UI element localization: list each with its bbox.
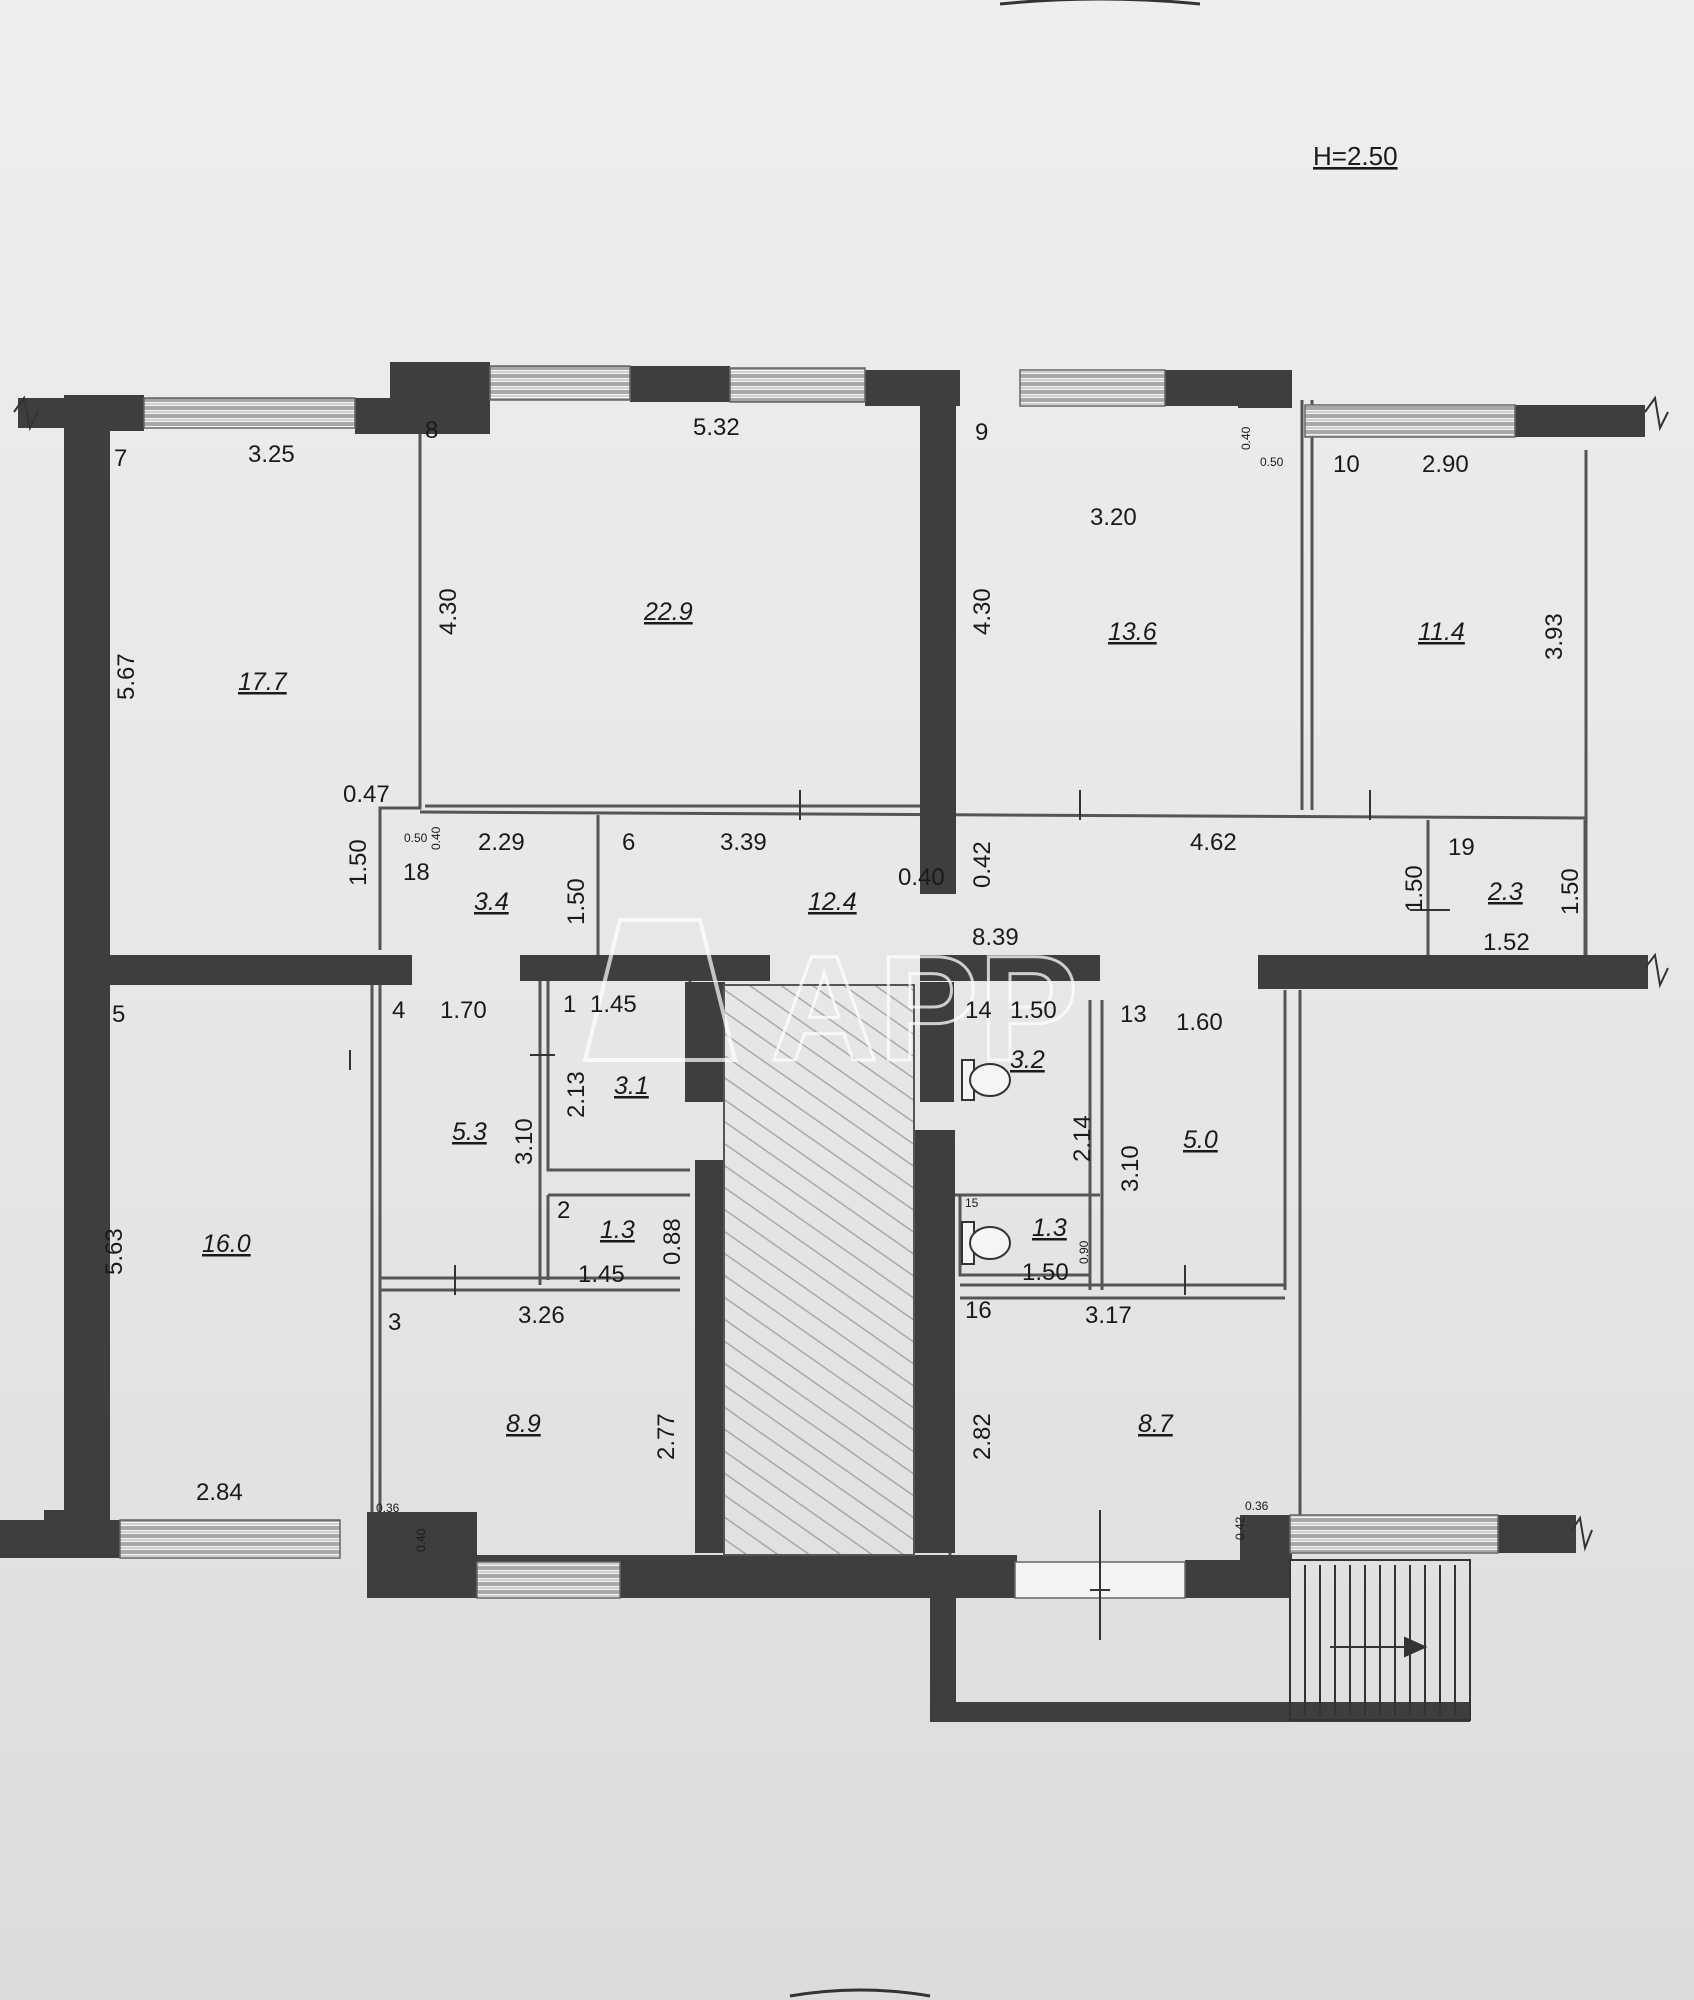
room-18-number: 18 — [403, 859, 430, 886]
dimension-ticks — [349, 790, 1450, 1640]
wall-thickness-label: 0.36 — [1245, 1499, 1269, 1513]
page-edge-mark-bottom — [789, 1988, 931, 1998]
windows — [119, 365, 1516, 1599]
room-16-area: 8.7 — [1138, 1410, 1174, 1438]
dimension-label: 3.93 — [1541, 613, 1568, 660]
room-15-area: 1.3 — [1032, 1214, 1067, 1242]
room-15-number: 15 — [965, 1196, 979, 1210]
room-10-number: 10 — [1333, 451, 1360, 478]
dimension-label: 4.30 — [435, 588, 462, 635]
dimension-label: 2.29 — [478, 829, 525, 856]
room-7-area: 17.7 — [238, 668, 288, 696]
room-16-number: 16 — [965, 1297, 992, 1324]
stairs — [1289, 1559, 1471, 1721]
dimension-label: 2.84 — [196, 1479, 243, 1506]
wall-thickness-label: 0.40 — [1239, 426, 1253, 450]
dimension-label: 0.88 — [659, 1218, 686, 1265]
room-1-area: 3.1 — [614, 1072, 649, 1100]
wall-thickness-label: 0.40 — [429, 826, 443, 850]
room-9-area: 13.6 — [1108, 618, 1157, 646]
dimension-label: 0.42 — [969, 841, 996, 888]
room-4-area: 5.3 — [452, 1118, 487, 1146]
dimension-label: 3.17 — [1085, 1302, 1132, 1329]
page-edge-mark — [999, 0, 1201, 6]
room-6-area: 12.4 — [808, 888, 857, 916]
dimension-label: 3.10 — [1117, 1145, 1144, 1192]
room-4-number: 4 — [392, 997, 405, 1024]
dimension-label: 8.39 — [972, 924, 1019, 951]
dimension-label: 0.47 — [343, 781, 390, 808]
dimension-label: 2.77 — [653, 1413, 680, 1460]
room-18-area: 3.4 — [474, 888, 509, 916]
watermark-logo — [582, 918, 738, 1062]
dimension-label: 5.32 — [693, 414, 740, 441]
dimension-label: 3.26 — [518, 1302, 565, 1329]
room-6-number: 6 — [622, 829, 635, 856]
room-3-area: 8.9 — [506, 1410, 541, 1438]
dimension-label: 5.67 — [113, 653, 140, 700]
watermark: APP — [770, 924, 1078, 1092]
wall-thickness-label: 0.50 — [404, 831, 428, 845]
room-2-number: 2 — [557, 1197, 570, 1224]
dimension-label: 1.50 — [1401, 865, 1428, 912]
wall-thickness-label: 0.50 — [1260, 455, 1284, 469]
wall-break-marks — [13, 395, 1669, 1552]
dimension-label: 1.50 — [1010, 997, 1057, 1024]
dimension-label: 4.30 — [969, 588, 996, 635]
bearing-walls — [0, 362, 1648, 1722]
room-9-number: 9 — [975, 419, 988, 446]
room-8-number: 8 — [425, 417, 438, 444]
room-19-area: 2.3 — [1487, 878, 1523, 906]
dimension-label: 1.45 — [590, 991, 637, 1018]
dimension-label: 0.40 — [898, 864, 945, 891]
dimension-label: 1.70 — [440, 997, 487, 1024]
dimension-label: 2.13 — [563, 1071, 590, 1118]
dimension-label: 3.39 — [720, 829, 767, 856]
room-13-area: 5.0 — [1183, 1126, 1218, 1154]
dimension-label: 1.50 — [563, 878, 590, 925]
room-8-area: 22.9 — [643, 598, 693, 626]
room-3-number: 3 — [388, 1309, 401, 1336]
shaft-hatching — [724, 985, 914, 1555]
room-19-number: 19 — [1448, 834, 1475, 861]
toilet-fixtures — [961, 1059, 1011, 1265]
dimension-label: 1.50 — [345, 839, 372, 886]
room-14-number: 14 — [965, 997, 992, 1024]
dimension-label: 1.60 — [1176, 1009, 1223, 1036]
wall-thickness-label: 0.42 — [1233, 1516, 1247, 1540]
wall-thickness-label: 0.36 — [376, 1501, 400, 1515]
wall-thickness-label: 0.40 — [414, 1528, 428, 1552]
partition-walls — [370, 400, 1588, 1570]
room-13-number: 13 — [1120, 1001, 1147, 1028]
dimension-label: 2.82 — [969, 1413, 996, 1460]
dimension-label: 1.45 — [578, 1261, 625, 1288]
dimension-label: 3.20 — [1090, 504, 1137, 531]
shaft-outline — [723, 984, 915, 1556]
room-2-area: 1.3 — [600, 1216, 635, 1244]
dimension-label: 5.63 — [101, 1228, 128, 1275]
dimension-label: 4.62 — [1190, 829, 1237, 856]
room-10-area: 11.4 — [1418, 618, 1465, 646]
dimension-label: 0.90 — [1077, 1240, 1091, 1264]
dimension-label: 1.52 — [1483, 929, 1530, 956]
room-5-area: 16.0 — [202, 1230, 251, 1258]
dimension-label: 1.50 — [1557, 868, 1584, 915]
room-5-number: 5 — [112, 1001, 125, 1028]
dimension-label: 2.90 — [1422, 451, 1469, 478]
dimension-label: 1.50 — [1022, 1259, 1069, 1286]
dimension-label: 2.14 — [1069, 1115, 1096, 1162]
room-1-number: 1 — [563, 991, 576, 1018]
room-7-number: 7 — [114, 445, 127, 472]
dimension-label: 3.25 — [248, 441, 295, 468]
ceiling-height-label: H=2.50 — [1313, 141, 1398, 171]
room-14-area: 3.2 — [1010, 1046, 1045, 1074]
dimension-label: 3.10 — [511, 1118, 538, 1165]
